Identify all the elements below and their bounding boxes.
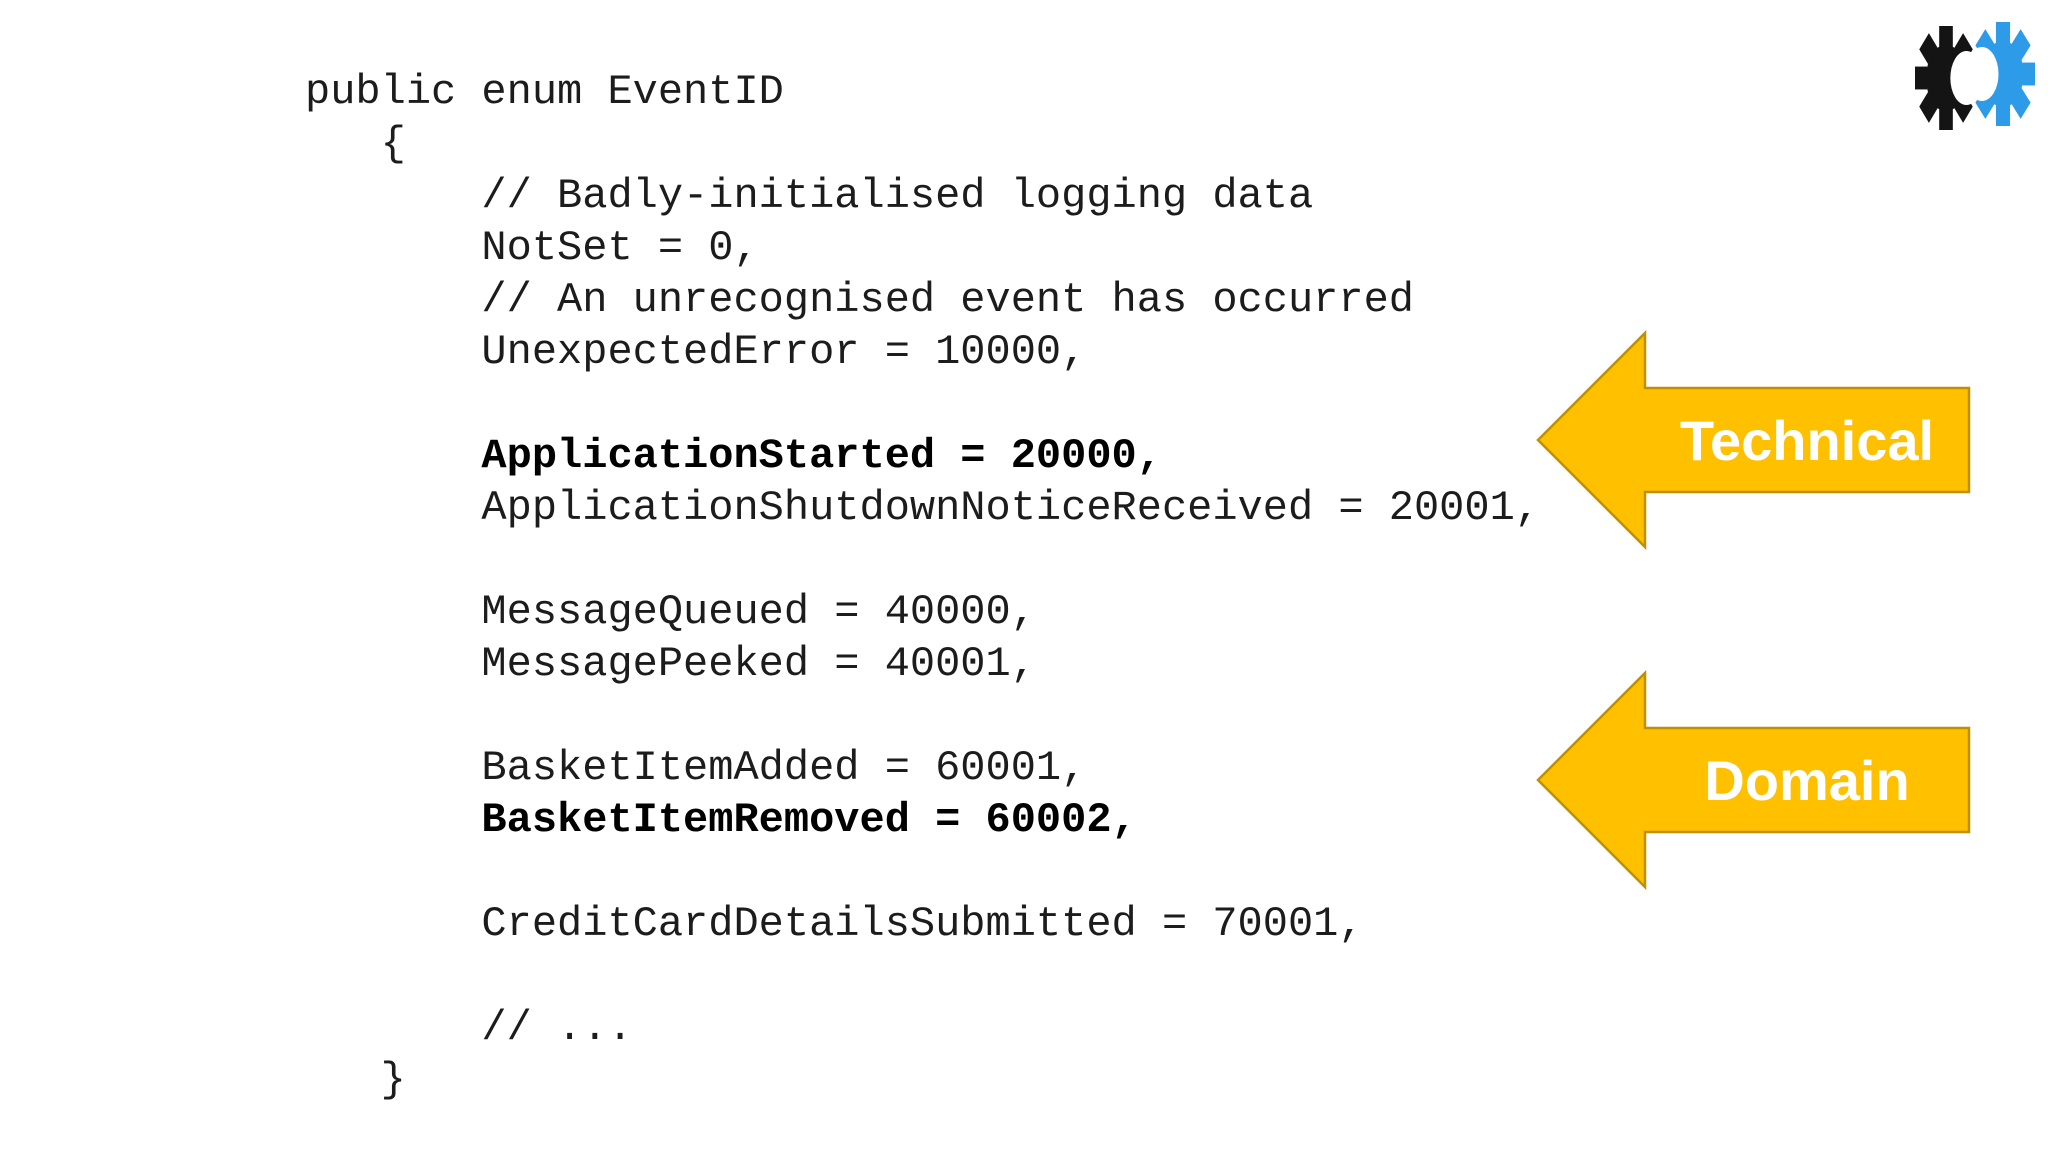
code-line: ApplicationShutdownNoticeReceived = 2000… <box>305 484 1541 532</box>
code-line <box>305 846 1540 898</box>
left-arrow-icon <box>1536 670 1971 890</box>
code-line: UnexpectedError = 10000, <box>305 328 1087 376</box>
technical-callout-arrow: Technical <box>1536 330 1971 550</box>
code-line <box>305 690 1540 742</box>
code-line <box>305 950 1540 1002</box>
code-line: public enum EventID <box>305 68 784 116</box>
code-line <box>305 378 1540 430</box>
left-arrow-icon <box>1536 330 1971 550</box>
code-line: MessagePeeked = 40001, <box>305 640 1036 688</box>
code-line: // Badly-initialised logging data <box>305 172 1314 220</box>
code-line: // An unrecognised event has occurred <box>305 276 1414 324</box>
domain-callout-arrow: Domain <box>1536 670 1971 890</box>
interlocking-gears-logo <box>1915 22 2037 132</box>
code-line: MessageQueued = 40000, <box>305 588 1036 636</box>
code-line: // ... <box>305 1004 633 1052</box>
code-line: { <box>305 120 406 168</box>
code-line-highlight-technical: ApplicationStarted = 20000, <box>305 432 1162 480</box>
code-line: CreditCardDetailsSubmitted = 70001, <box>305 900 1364 948</box>
technical-callout-label: Technical <box>1680 409 1934 472</box>
code-line: } <box>305 1056 406 1104</box>
domain-callout-label: Domain <box>1704 749 1909 812</box>
code-line-highlight-domain: BasketItemRemoved = 60002, <box>305 796 1137 844</box>
code-line <box>305 534 1540 586</box>
code-block: public enum EventID { // Badly-initialis… <box>305 66 1540 1106</box>
code-line: NotSet = 0, <box>305 224 759 272</box>
code-line: BasketItemAdded = 60001, <box>305 744 1087 792</box>
black-gear-icon <box>1915 26 1973 130</box>
blue-gear-icon <box>1975 22 2035 126</box>
